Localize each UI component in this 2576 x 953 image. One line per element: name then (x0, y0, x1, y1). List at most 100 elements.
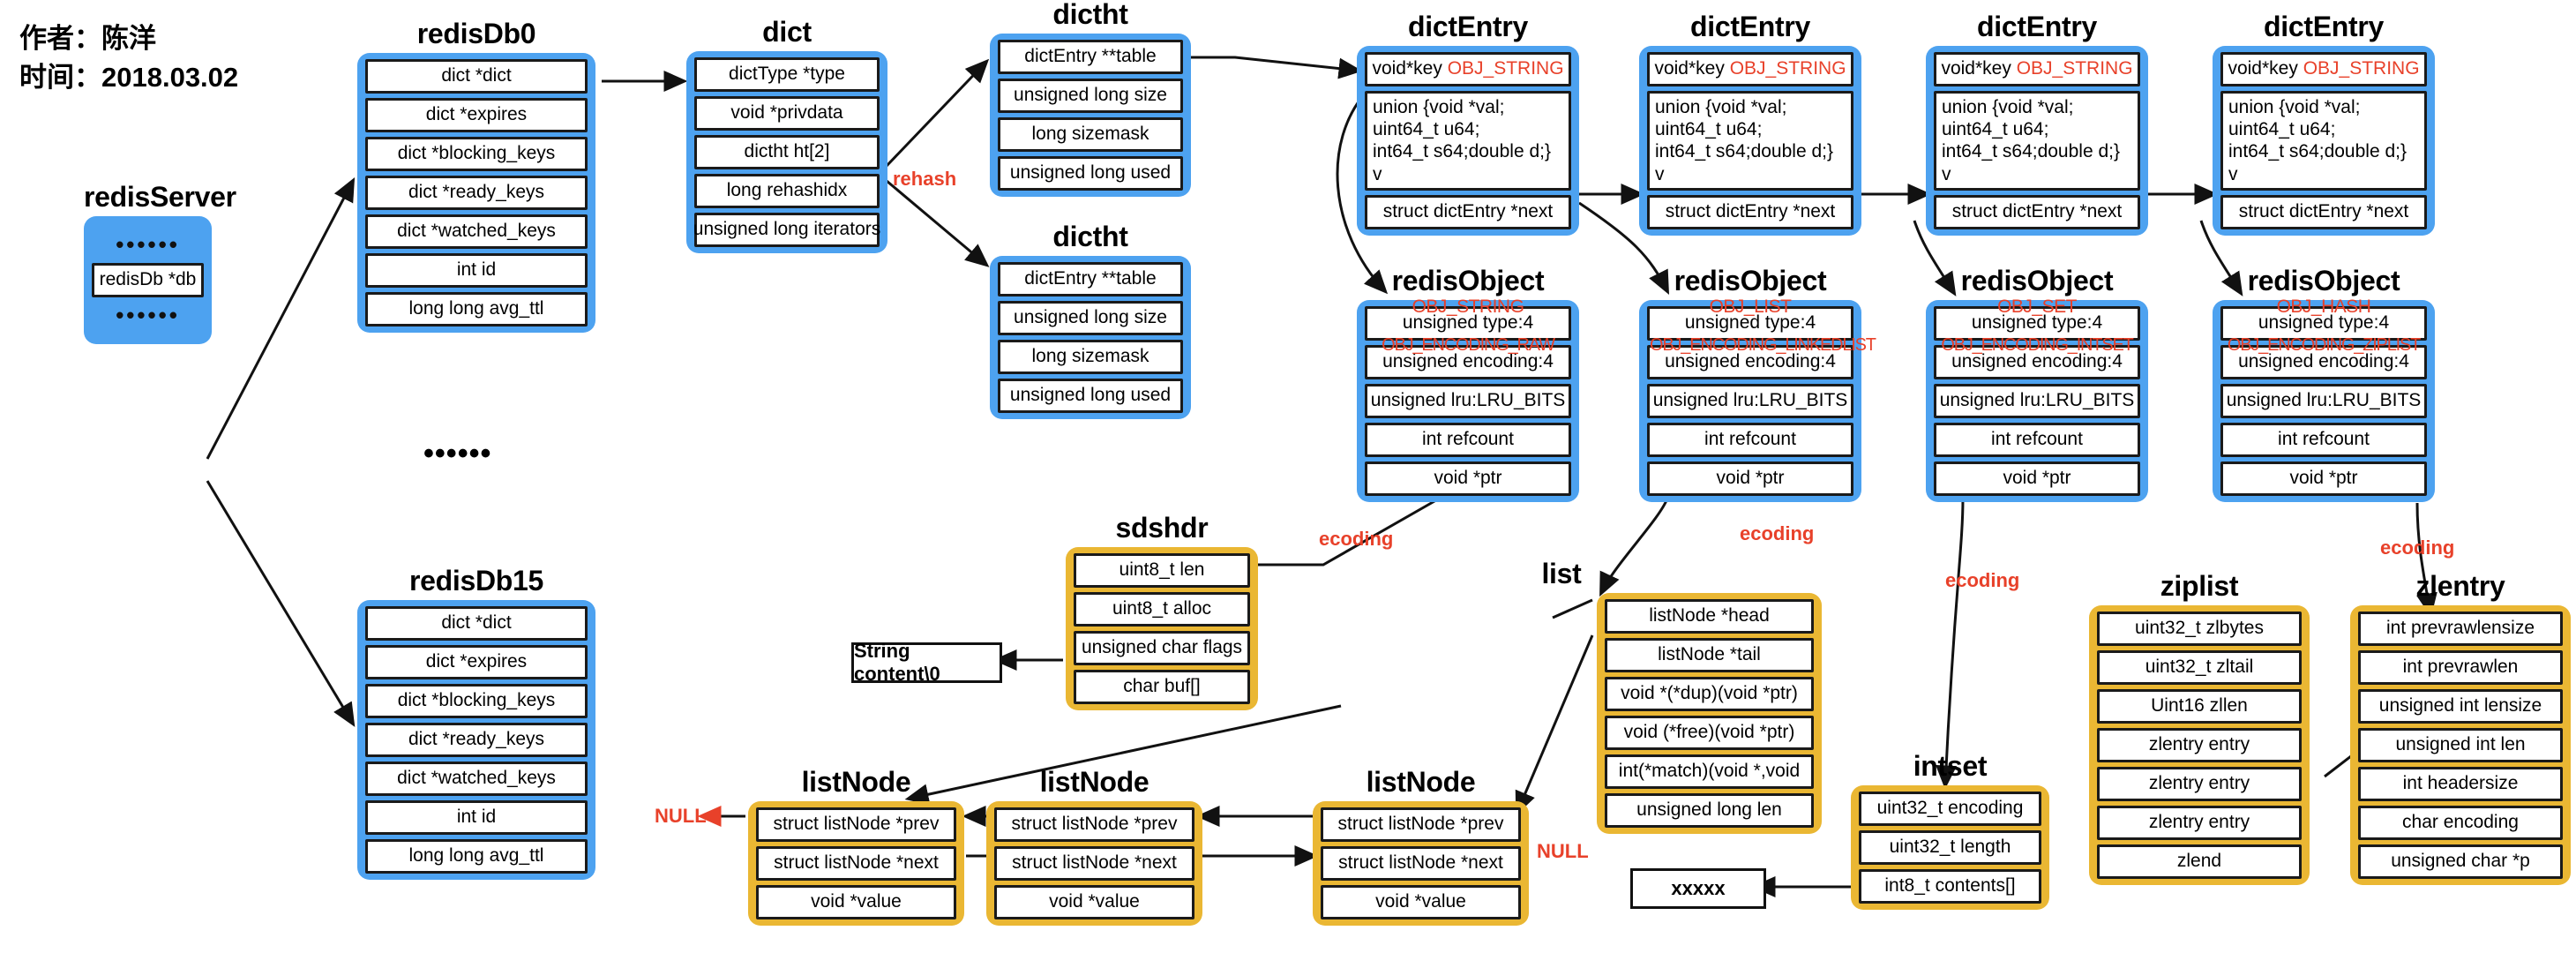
dict-field-rehashidx[interactable]: long rehashidx (694, 174, 880, 208)
intset-field-contents[interactable]: int8_t contents[] (1859, 869, 2041, 904)
ro3-field-ptr[interactable]: void *ptr (1934, 461, 2140, 496)
ro2-field-lru[interactable]: unsigned lru:LRU_BITS (1647, 384, 1853, 418)
zl-field-zlend[interactable]: zlend (2097, 844, 2302, 879)
zl-field-zllen[interactable]: Uint16 zllen (2097, 689, 2302, 724)
list-field-head[interactable]: listNode *head (1605, 599, 1814, 634)
ze-field-prevrawlensize[interactable]: int prevrawlensize (2358, 612, 2563, 646)
dict-field-ht[interactable]: dictht ht[2] (694, 135, 880, 169)
dictEntry1-field-union[interactable]: union {void *val; uint64_t u64; int64_t … (1365, 91, 1571, 191)
db15-field-ready-keys[interactable]: dict *ready_keys (365, 723, 588, 757)
ro3-field-encoding[interactable]: OBJ_ENCODING_INTSET unsigned encoding:4 (1934, 335, 2140, 379)
dictEntry3-field-union[interactable]: union {void *val; uint64_t u64; int64_t … (1934, 91, 2140, 191)
ro1-field-refcount[interactable]: int refcount (1365, 423, 1571, 457)
db0-field-avg-ttl[interactable]: long long avg_ttl (365, 292, 588, 326)
ro3-field-lru[interactable]: unsigned lru:LRU_BITS (1934, 384, 2140, 418)
intset-field-length[interactable]: uint32_t length (1859, 830, 2041, 865)
dictht0-field-size[interactable]: unsigned long size (998, 79, 1183, 113)
ro2-field-encoding[interactable]: OBJ_ENCODING_LINKEDLIST unsigned encodin… (1647, 335, 1876, 379)
dictEntry4-field-union[interactable]: union {void *val; uint64_t u64; int64_t … (2220, 91, 2427, 191)
db0-field-expires[interactable]: dict *expires (365, 98, 588, 132)
db15-field-blocking-keys[interactable]: dict *blocking_keys (365, 684, 588, 718)
dictEntry2-field-next[interactable]: struct dictEntry *next (1647, 194, 1853, 229)
db0-field-watched-keys[interactable]: dict *watched_keys (365, 214, 588, 249)
ro3-field-refcount[interactable]: int refcount (1934, 423, 2140, 457)
dictEntry4-field-key[interactable]: void*key OBJ_STRING (2220, 52, 2427, 86)
ln2-field-next[interactable]: struct listNode *next (994, 846, 1194, 881)
dictEntry1-field-next[interactable]: struct dictEntry *next (1365, 194, 1571, 229)
dictEntry3-field-key[interactable]: void*key OBJ_STRING (1934, 52, 2140, 86)
ro1-field-lru[interactable]: unsigned lru:LRU_BITS (1365, 384, 1571, 418)
db15-field-id[interactable]: int id (365, 800, 588, 835)
ro4-field-lru[interactable]: unsigned lru:LRU_BITS (2220, 384, 2427, 418)
ze-field-len[interactable]: unsigned int len (2358, 728, 2563, 762)
dictEntry2-field-key[interactable]: void*key OBJ_STRING (1647, 52, 1853, 86)
ro1-field-encoding[interactable]: OBJ_ENCODING_RAW unsigned encoding:4 (1365, 335, 1571, 379)
zl-field-entry-2[interactable]: zlentry entry (2097, 767, 2302, 801)
ro4-field-encoding[interactable]: OBJ_ENCODING_ZIPLIST unsigned encoding:4 (2220, 335, 2427, 379)
dict-field-type[interactable]: dictType *type (694, 57, 880, 92)
ro2-field-type[interactable]: OBJ_LIST unsigned type:4 (1647, 296, 1853, 341)
dictEntry2-field-union[interactable]: union {void *val; uint64_t u64; int64_t … (1647, 91, 1853, 191)
dict-field-privdata[interactable]: void *privdata (694, 96, 880, 131)
zl-field-entry-1[interactable]: zlentry entry (2097, 728, 2302, 762)
db0-field-blocking-keys[interactable]: dict *blocking_keys (365, 137, 588, 171)
ln2-field-value[interactable]: void *value (994, 885, 1194, 919)
db0-field-id[interactable]: int id (365, 253, 588, 288)
sdshdr-field-buf[interactable]: char buf[] (1074, 670, 1250, 704)
zl-field-zlbytes[interactable]: uint32_t zlbytes (2097, 612, 2302, 646)
db0-field-dict[interactable]: dict *dict (365, 59, 588, 94)
zl-field-entry-3[interactable]: zlentry entry (2097, 806, 2302, 840)
dictht1-field-table[interactable]: dictEntry **table (998, 262, 1183, 296)
ze-field-lensize[interactable]: unsigned int lensize (2358, 689, 2563, 724)
db15-field-avg-ttl[interactable]: long long avg_ttl (365, 839, 588, 874)
ln3-field-value[interactable]: void *value (1321, 885, 1521, 919)
listNode3-title: listNode (1366, 766, 1476, 798)
ro4-field-type[interactable]: OBJ_HASH unsigned type:4 (2220, 296, 2427, 341)
sdshdr-field-len[interactable]: uint8_t len (1074, 553, 1250, 588)
dictEntry4-field-next[interactable]: struct dictEntry *next (2220, 194, 2427, 229)
list-field-tail[interactable]: listNode *tail (1605, 638, 1814, 672)
list-field-free[interactable]: void (*free)(void *ptr) (1605, 716, 1814, 750)
dictht1-field-size[interactable]: unsigned long size (998, 301, 1183, 335)
field-redisdb-db[interactable]: redisDb *db (92, 263, 204, 297)
dictht1-field-sizemask[interactable]: long sizemask (998, 340, 1183, 374)
zl-field-zltail[interactable]: uint32_t zltail (2097, 650, 2302, 685)
ln1-field-value[interactable]: void *value (756, 885, 956, 919)
ro4-field-ptr[interactable]: void *ptr (2220, 461, 2427, 496)
ln3-field-prev[interactable]: struct listNode *prev (1321, 807, 1521, 842)
ze-field-encoding[interactable]: char encoding (2358, 806, 2563, 840)
intset-field-encoding[interactable]: uint32_t encoding (1859, 792, 2041, 826)
ln1-field-next[interactable]: struct listNode *next (756, 846, 956, 881)
dictht0-field-used[interactable]: unsigned long used (998, 156, 1183, 191)
db15-field-dict[interactable]: dict *dict (365, 606, 588, 641)
ln2-field-prev[interactable]: struct listNode *prev (994, 807, 1194, 842)
struct-redisObject-4: redisObject OBJ_HASH unsigned type:4 OBJ… (2213, 265, 2435, 502)
ln1-field-prev[interactable]: struct listNode *prev (756, 807, 956, 842)
db15-field-expires[interactable]: dict *expires (365, 645, 588, 679)
ln3-field-next[interactable]: struct listNode *next (1321, 846, 1521, 881)
list-field-len[interactable]: unsigned long len (1605, 793, 1814, 828)
ze-field-headersize[interactable]: int headersize (2358, 767, 2563, 801)
ro2-field-refcount[interactable]: int refcount (1647, 423, 1853, 457)
ro3-field-type[interactable]: OBJ_SET unsigned type:4 (1934, 296, 2140, 341)
list-field-dup[interactable]: void *(*dup)(void *ptr) (1605, 677, 1814, 711)
dictEntry3-field-next[interactable]: struct dictEntry *next (1934, 194, 2140, 229)
sdshdr-field-alloc[interactable]: uint8_t alloc (1074, 592, 1250, 627)
db15-field-watched-keys[interactable]: dict *watched_keys (365, 762, 588, 796)
sdshdr-field-flags[interactable]: unsigned char flags (1074, 631, 1250, 665)
dict-field-iterators[interactable]: unsigned long iterators (693, 213, 880, 247)
dictht0-field-sizemask[interactable]: long sizemask (998, 117, 1183, 152)
ze-field-p[interactable]: unsigned char *p (2358, 844, 2563, 879)
dictht1-field-used[interactable]: unsigned long used (998, 379, 1183, 413)
ro1-field-type[interactable]: OBJ_STRING unsigned type:4 (1365, 296, 1571, 341)
db0-field-ready-keys[interactable]: dict *ready_keys (365, 176, 588, 210)
ro1-field-ptr[interactable]: void *ptr (1365, 461, 1571, 496)
struct-redisDb0: redisDb0 dict *dict dict *expires dict *… (357, 18, 595, 333)
ze-field-prevrawlen[interactable]: int prevrawlen (2358, 650, 2563, 685)
dictht0-field-table[interactable]: dictEntry **table (998, 40, 1183, 74)
list-field-match[interactable]: int(*match)(void *,void (1605, 754, 1814, 789)
ro2-field-ptr[interactable]: void *ptr (1647, 461, 1853, 496)
ro4-field-refcount[interactable]: int refcount (2220, 423, 2427, 457)
dictEntry1-field-key[interactable]: void*key OBJ_STRING (1365, 52, 1571, 86)
